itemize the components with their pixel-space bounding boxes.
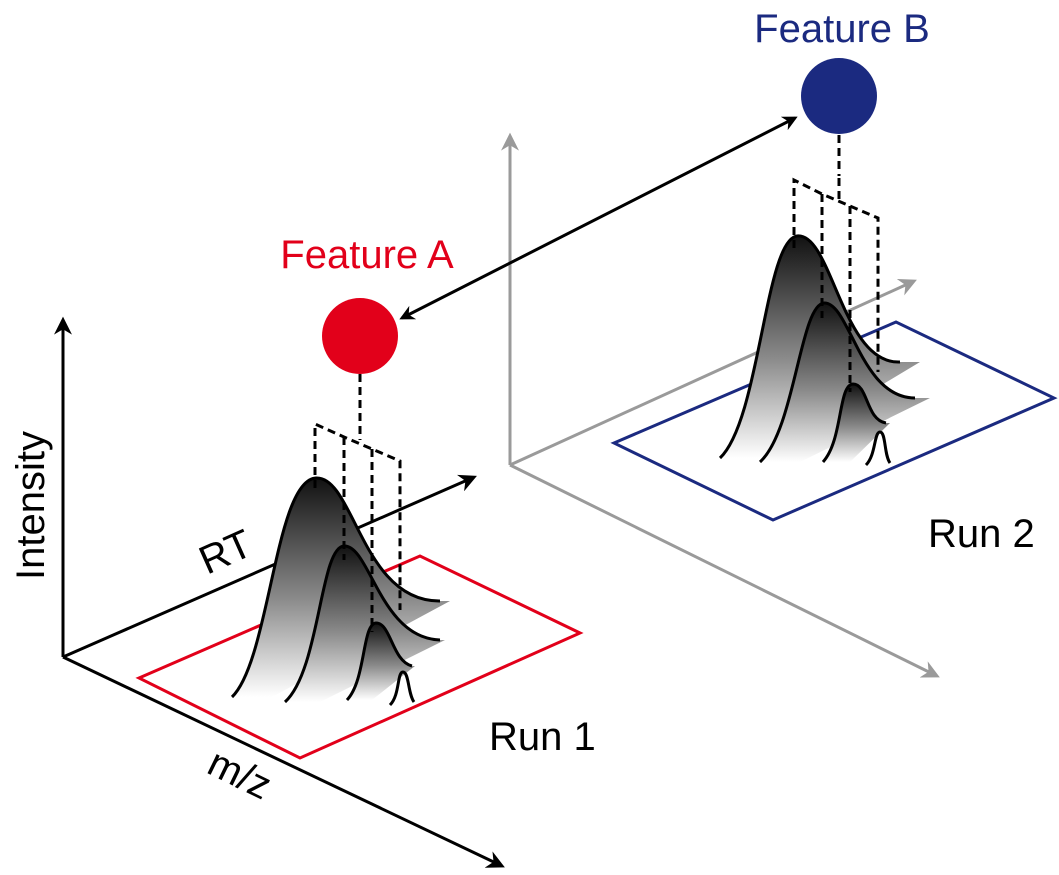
run2-peak-tiny <box>864 430 892 467</box>
intensity-axis-label: Intensity <box>9 431 53 580</box>
run2-label: Run 2 <box>928 512 1035 556</box>
run1-axes <box>54 316 505 868</box>
feature-a-label: Feature A <box>280 233 454 277</box>
run1-dashed-guides <box>313 374 402 632</box>
run1-label: Run 1 <box>489 715 596 759</box>
run2-peak-small <box>823 384 890 462</box>
feature-a-marker <box>322 298 398 374</box>
run2-peaks <box>718 234 930 467</box>
mz-axis-label: m/z <box>201 741 278 809</box>
feature-link-arrow <box>399 116 798 320</box>
run1-peak-small <box>347 623 415 700</box>
run2-mz-axis <box>509 463 940 678</box>
run1-mz-axis <box>62 655 505 868</box>
run1-rt-axis <box>62 474 477 659</box>
run1-peaks <box>230 476 450 707</box>
rt-axis-label: RT <box>193 522 259 584</box>
run2-peak-medium <box>760 302 930 462</box>
feature-b-marker <box>801 58 877 134</box>
feature-b-label: Feature B <box>754 7 930 51</box>
run1-peak-tiny <box>388 670 416 707</box>
